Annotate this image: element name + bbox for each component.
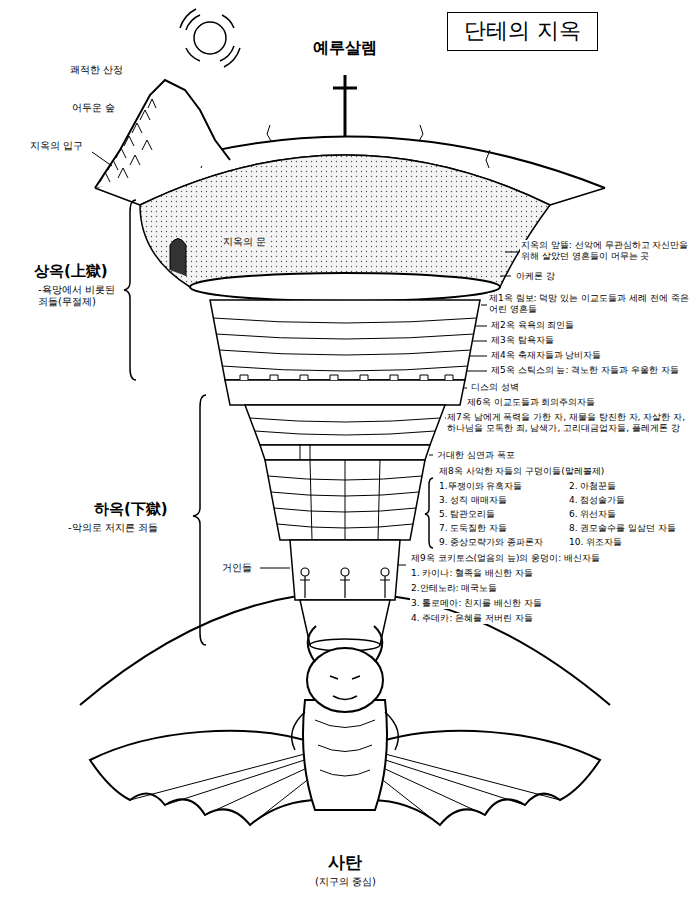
annotation-label: 3. 톨로메아: 친지를 배신한 자들 — [410, 598, 543, 609]
vestibule-bowl — [190, 273, 500, 301]
satan-figure — [308, 626, 383, 662]
funnel-circles — [268, 460, 422, 540]
annotation-label: 지옥의 앞뜰: 선악에 무관심하고 자신만을 위해 살았던 영혼들이 머무는 곳 — [520, 240, 694, 262]
annotation-label: 제4옥 축재자들과 낭비자들 — [490, 350, 602, 361]
annotation-label: 6. 위선자들 — [568, 509, 617, 520]
annotation-label: 제9옥 코키토스(얼음의 늪)의 웅덩이: 배신자들 — [410, 553, 601, 564]
annotation-label: 3. 성직 매매자들 — [438, 495, 508, 506]
bracket — [124, 200, 136, 380]
bracket — [425, 478, 433, 548]
vestibule-bowl — [170, 239, 186, 277]
bracket — [193, 395, 206, 645]
annotation-label: 9. 중상모략가와 종파론자 — [438, 537, 544, 548]
section-label: 하옥(下獄) — [94, 500, 168, 518]
annotation-label: 지옥의 문 — [222, 236, 267, 248]
funnel-circles — [300, 568, 390, 598]
funnel-circles — [290, 540, 400, 600]
satan-figure — [315, 720, 375, 776]
annotation-label: 4. 주데카: 은혜를 저버린 자들 — [410, 613, 534, 624]
leader-line — [476, 326, 487, 327]
leader-line — [92, 152, 518, 568]
funnel-circles — [260, 445, 430, 460]
section-label: 상옥(上獄) — [34, 262, 108, 280]
annotation-label: 제1옥 림보: 덕망 있는 이교도들과 세례 전에 죽은 어린 영혼들 — [488, 293, 694, 315]
leader-line — [92, 152, 112, 166]
funnel-circles — [240, 375, 453, 380]
funnel-circles — [245, 405, 445, 445]
annotation-label: 7. 도둑질한 자들 — [438, 523, 508, 534]
annotation-label: 쾌적한 산정 — [70, 64, 123, 76]
satan-figure — [303, 700, 387, 810]
leader-line — [470, 356, 487, 357]
funnel-circles — [300, 445, 310, 460]
annotation-label: 제3옥 탐욕자들 — [490, 335, 555, 346]
satan-figure — [307, 648, 383, 712]
annotation-label: 디스의 성벽 — [470, 382, 520, 393]
leader-line — [398, 565, 406, 566]
annotation-label: 거인들 — [222, 562, 252, 574]
section-label: 사탄 — [328, 852, 362, 872]
sun — [180, 9, 240, 67]
section-label: 예루살렘 — [313, 38, 377, 57]
annotation-label: -욕망에서 비롯된 죄들(무절제) — [38, 284, 120, 308]
annotation-label: 8. 권모술수를 일삼던 자들 — [568, 523, 677, 534]
annotation-label: 1.뚜쟁이와 유혹자들 — [438, 481, 523, 492]
leader-line — [260, 568, 290, 569]
satan-figure — [292, 712, 399, 750]
annotation-label: 제8옥 사악한 자들의 구덩이들(말레볼제) — [438, 466, 605, 477]
funnel-circles — [225, 380, 465, 405]
annotation-label: 어두운 숲 — [72, 102, 115, 114]
leader-line — [429, 455, 433, 456]
leader-line — [481, 305, 487, 306]
annotation-label: (지구의 중심) — [315, 876, 376, 888]
vestibule-bowl — [140, 155, 550, 287]
annotation-label: 2.안테노라: 매국노들 — [410, 583, 498, 594]
cross — [333, 75, 357, 137]
annotation-label: 거대한 심연과 폭포 — [436, 450, 516, 461]
sun — [220, 46, 234, 61]
leader-line — [505, 252, 518, 253]
satan-figure — [330, 676, 360, 700]
leader-line — [467, 371, 487, 372]
annotation-label: 아케론 강 — [515, 271, 556, 282]
sun — [224, 48, 240, 67]
annotation-label: 5. 탐관오리들 — [438, 509, 496, 520]
sun — [186, 48, 200, 61]
annotation-label: 제7옥 남에게 폭력을 가한 자, 재물을 탕진한 자, 자살한 자, 하나님을… — [446, 412, 694, 434]
annotation-label: 제2옥 육욕의 죄인들 — [490, 320, 575, 331]
funnel-circles — [250, 418, 440, 435]
bracket — [124, 200, 433, 645]
annotation-label: -악의로 저지른 죄들 — [68, 522, 186, 534]
annotation-label: 1. 카이나: 혈족을 배신한 자들 — [410, 568, 534, 579]
satan-figure — [90, 626, 600, 825]
vestibule-bowl — [140, 155, 550, 301]
sun — [222, 15, 234, 28]
mountain — [95, 80, 230, 188]
mountain — [95, 80, 230, 188]
title-box: 단테의 지옥 — [447, 12, 598, 51]
sun — [180, 9, 196, 28]
annotation-label: 2. 아첨꾼들 — [568, 481, 617, 492]
annotation-label: 제5옥 스틱스의 늪: 격노한 자들과 우울한 자들 — [490, 365, 680, 376]
funnel-circles — [210, 300, 480, 380]
sun — [186, 15, 200, 30]
leader-line — [463, 388, 467, 389]
funnel-circles — [265, 460, 425, 540]
leader-line — [473, 341, 487, 342]
annotation-label: 지옥의 입구 — [30, 140, 83, 152]
annotation-label: 제6옥 이교도들과 회의주의자들 — [466, 397, 596, 408]
sun — [194, 22, 226, 54]
leader-line — [500, 276, 511, 277]
funnel-circles — [213, 318, 477, 371]
annotation-label: 10. 위조자들 — [568, 537, 623, 548]
annotation-label: 4. 점성술가들 — [568, 495, 626, 506]
cross — [333, 75, 357, 137]
